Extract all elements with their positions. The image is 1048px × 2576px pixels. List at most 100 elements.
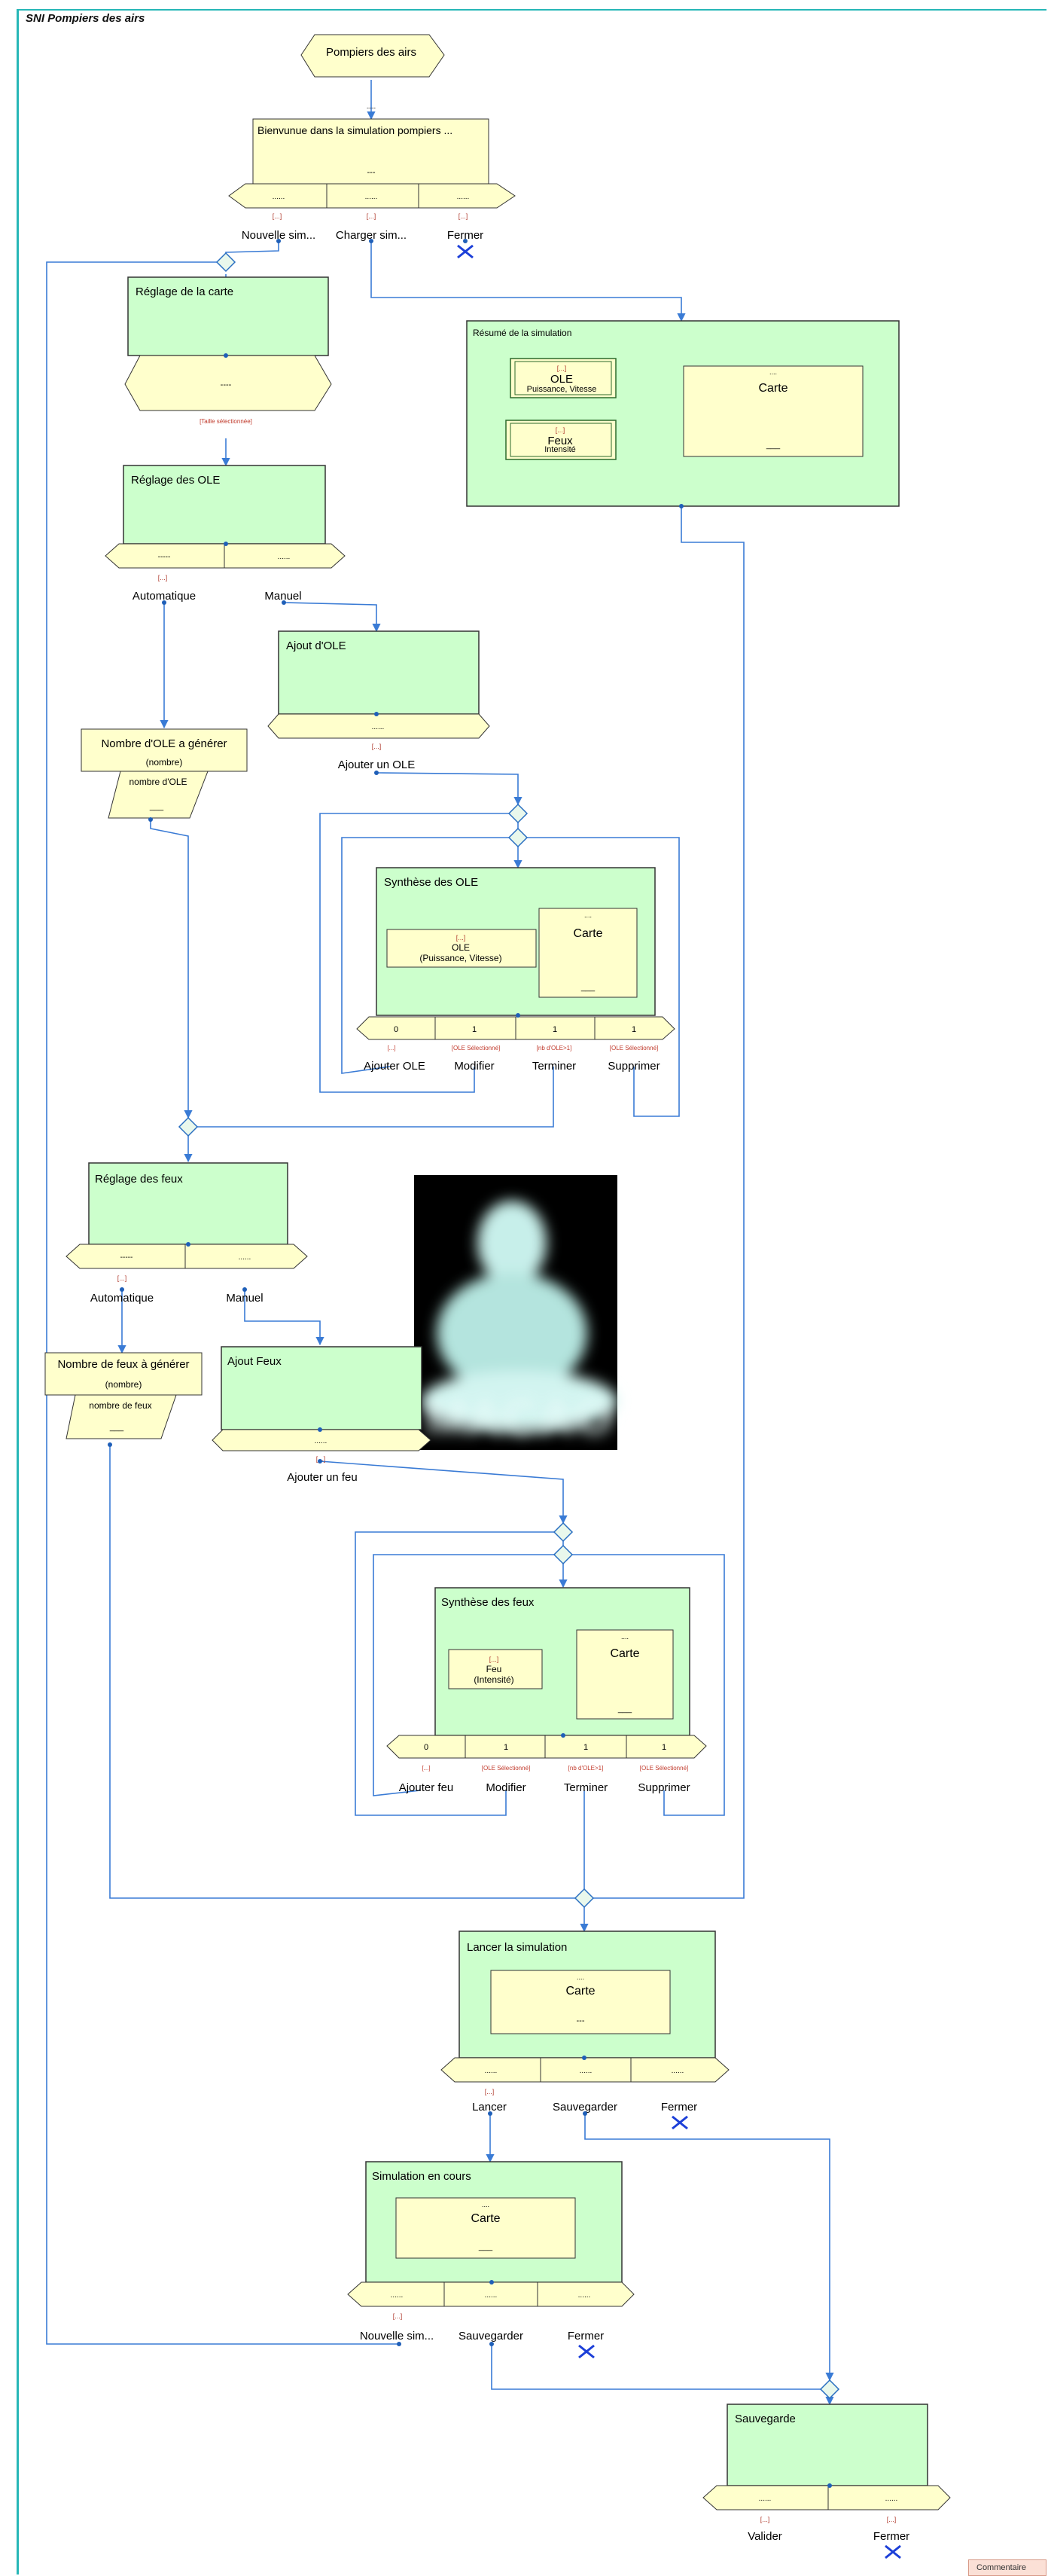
- merge-diamond: [507, 827, 529, 848]
- svg-text:......[interactable]: ......: [315, 1437, 328, 1445]
- link-fermer[interactable]: Fermer: [447, 229, 483, 242]
- svg-text:Nombre d'OLE a générer: Nombre d'OLE a générer: [101, 737, 227, 750]
- svg-text:1[interactable]: 1: [583, 1743, 588, 1752]
- svg-text:(nombre): (nombre): [105, 1379, 142, 1390]
- svg-text:Sauvegarder[interactable]: Sauvegarder: [458, 2330, 523, 2343]
- connector-dots: [108, 239, 832, 2488]
- merge-diamond: [507, 803, 529, 824]
- svg-text:(Intensité): (Intensité): [474, 1674, 513, 1685]
- close-icon: [578, 2344, 595, 2359]
- link-lancer[interactable]: Lancer: [472, 2101, 507, 2114]
- svg-text:-----[interactable]: -----: [120, 1253, 133, 1262]
- svg-text:Modifier[interactable]: Modifier: [454, 1060, 494, 1073]
- start-sep: ----: [367, 104, 376, 111]
- svg-text:......[interactable]: ......: [580, 2067, 593, 2075]
- merge-diamond: [215, 252, 236, 273]
- link-nouvelle-sim[interactable]: Nouvelle sim...: [242, 229, 315, 242]
- svg-text:......[interactable]: ......: [239, 1253, 251, 1262]
- svg-text:Nouvelle sim...[interactable]: Nouvelle sim...: [360, 2330, 434, 2343]
- svg-text:___: ___: [478, 2242, 493, 2251]
- svg-text:......[interactable]: ......: [278, 553, 291, 561]
- svg-text:Modifier[interactable]: Modifier: [486, 1781, 526, 1794]
- merge-diamond: [553, 1521, 574, 1543]
- reglage-feux-node: Réglage des feux ----- ...... [...] Auto…: [66, 1162, 308, 1305]
- welcome-node: Bienvunue dans la simulation pompiers ..…: [228, 118, 516, 259]
- svg-text:Synthèse des feux: Synthèse des feux: [441, 1596, 535, 1609]
- svg-text:....: ....: [482, 2201, 489, 2208]
- welcome-action[interactable]: ......: [273, 193, 285, 201]
- svg-text:---: ---: [577, 2016, 585, 2025]
- svg-text:nombre de feux[interactable]: nombre de feux: [89, 1400, 151, 1411]
- svg-text:Ajout Feux: Ajout Feux: [227, 1355, 282, 1368]
- start-node[interactable]: Pompiers des airs ----: [300, 34, 445, 111]
- svg-text:Réglage des feux: Réglage des feux: [95, 1173, 183, 1186]
- welcome-action[interactable]: ......: [365, 193, 378, 201]
- welcome-action[interactable]: ......: [457, 193, 470, 201]
- svg-text:......[interactable]: ......: [578, 2291, 591, 2300]
- svg-text:___: ___: [109, 1423, 124, 1432]
- svg-text:Ajouter un feu[interactable]: Ajouter un feu: [287, 1471, 357, 1484]
- svg-text:Sauvegarde: Sauvegarde: [735, 2413, 796, 2425]
- svg-text:Ajouter feu[interactable]: Ajouter feu: [399, 1781, 454, 1794]
- svg-text:Terminer[interactable]: Terminer: [532, 1060, 576, 1073]
- svg-text:Fermer[interactable]: Fermer: [568, 2330, 604, 2343]
- guard-label: [Taille sélectionnée]: [200, 418, 252, 425]
- resume-node: Résumé de la simulation [...] OLE Puissa…: [466, 320, 900, 507]
- svg-text:[...]: [...]: [422, 1765, 430, 1772]
- link-fermer[interactable]: Fermer: [661, 2101, 697, 2114]
- svg-text:Synthèse des OLE: Synthèse des OLE: [384, 876, 478, 889]
- merge-diamond: [574, 1888, 595, 1909]
- link-charger-sim[interactable]: Charger sim...: [336, 229, 407, 242]
- svg-text:Supprimer[interactable]: Supprimer: [638, 1781, 690, 1794]
- svg-text:....: ....: [577, 1973, 584, 1981]
- reglage-carte-title: Réglage de la carte: [136, 285, 233, 298]
- svg-text:0[interactable]: 0: [424, 1743, 428, 1752]
- svg-text:....: ....: [621, 1633, 629, 1641]
- svg-text:Manuel[interactable]: Manuel: [226, 1292, 263, 1305]
- link-ajouter-ole[interactable]: Ajouter un OLE: [338, 758, 416, 771]
- link-manuel[interactable]: Manuel: [264, 590, 301, 603]
- svg-text:1[interactable]: 1: [504, 1743, 508, 1752]
- svg-text:......[interactable]: ......: [759, 2495, 772, 2503]
- svg-text:[...]: [...]: [393, 2312, 403, 2320]
- link-valider[interactable]: Valider: [748, 2530, 782, 2543]
- en-cours-node: Simulation en cours .... Carte ___ .....…: [347, 2161, 635, 2359]
- link-automatique[interactable]: Automatique: [133, 590, 196, 603]
- svg-text:......[interactable]: ......: [672, 2067, 684, 2075]
- svg-text:0[interactable]: 0: [394, 1025, 398, 1034]
- svg-text:1[interactable]: 1: [632, 1025, 636, 1034]
- svg-text:Terminer[interactable]: Terminer: [564, 1781, 608, 1794]
- svg-text:Ajouter OLE[interactable]: Ajouter OLE: [364, 1060, 425, 1073]
- svg-text:......[interactable]: ......: [885, 2495, 898, 2503]
- svg-text:[...]: [...]: [489, 1656, 499, 1663]
- svg-text:1[interactable]: 1: [553, 1025, 557, 1034]
- field-nombre-ole[interactable]: nombre d'OLE: [129, 777, 187, 787]
- svg-text:[...]: [...]: [456, 934, 466, 942]
- svg-text:[...]: [...]: [887, 2516, 897, 2523]
- svg-text:(Puissance, Vitesse): (Puissance, Vitesse): [419, 953, 501, 963]
- link-sauvegarder[interactable]: Sauvegarder: [553, 2101, 617, 2114]
- svg-text:......[interactable]: ......: [391, 2291, 404, 2300]
- svg-text:......[interactable]: ......: [372, 723, 385, 731]
- svg-text:1[interactable]: 1: [662, 1743, 666, 1752]
- svg-text:Simulation en cours: Simulation en cours: [372, 2170, 471, 2183]
- svg-text:Automatique[interactable]: Automatique: [90, 1292, 154, 1305]
- comment-button[interactable]: Commentaire: [968, 2559, 1046, 2576]
- reglage-ole-node: Réglage des OLE ----- ...... [...] Autom…: [105, 465, 346, 603]
- svg-text:[...]: [...]: [316, 1455, 326, 1463]
- close-icon: [885, 2544, 901, 2559]
- welcome-slot: ---: [367, 168, 376, 177]
- svg-text:[...]: [...]: [458, 212, 468, 220]
- svg-text:......[interactable]: ......: [485, 2291, 498, 2300]
- svg-text:-----[interactable]: -----: [158, 553, 171, 561]
- lancer-node: Lancer la simulation .... Carte --- ....…: [440, 1930, 730, 2130]
- link-fermer[interactable]: Fermer: [873, 2530, 909, 2543]
- statue-image: MACAO: [414, 1175, 617, 1450]
- welcome-title: Bienvunue dans la simulation pompiers ..…: [257, 124, 452, 136]
- reglage-carte-node: Réglage de la carte ---- [Taille sélecti…: [124, 276, 332, 425]
- svg-text:1[interactable]: 1: [472, 1025, 477, 1034]
- svg-text:......[interactable]: ......: [485, 2067, 498, 2075]
- merge-diamond: [553, 1544, 574, 1565]
- svg-text:Supprimer[interactable]: Supprimer: [608, 1060, 660, 1073]
- svg-text:Carte: Carte: [573, 927, 602, 940]
